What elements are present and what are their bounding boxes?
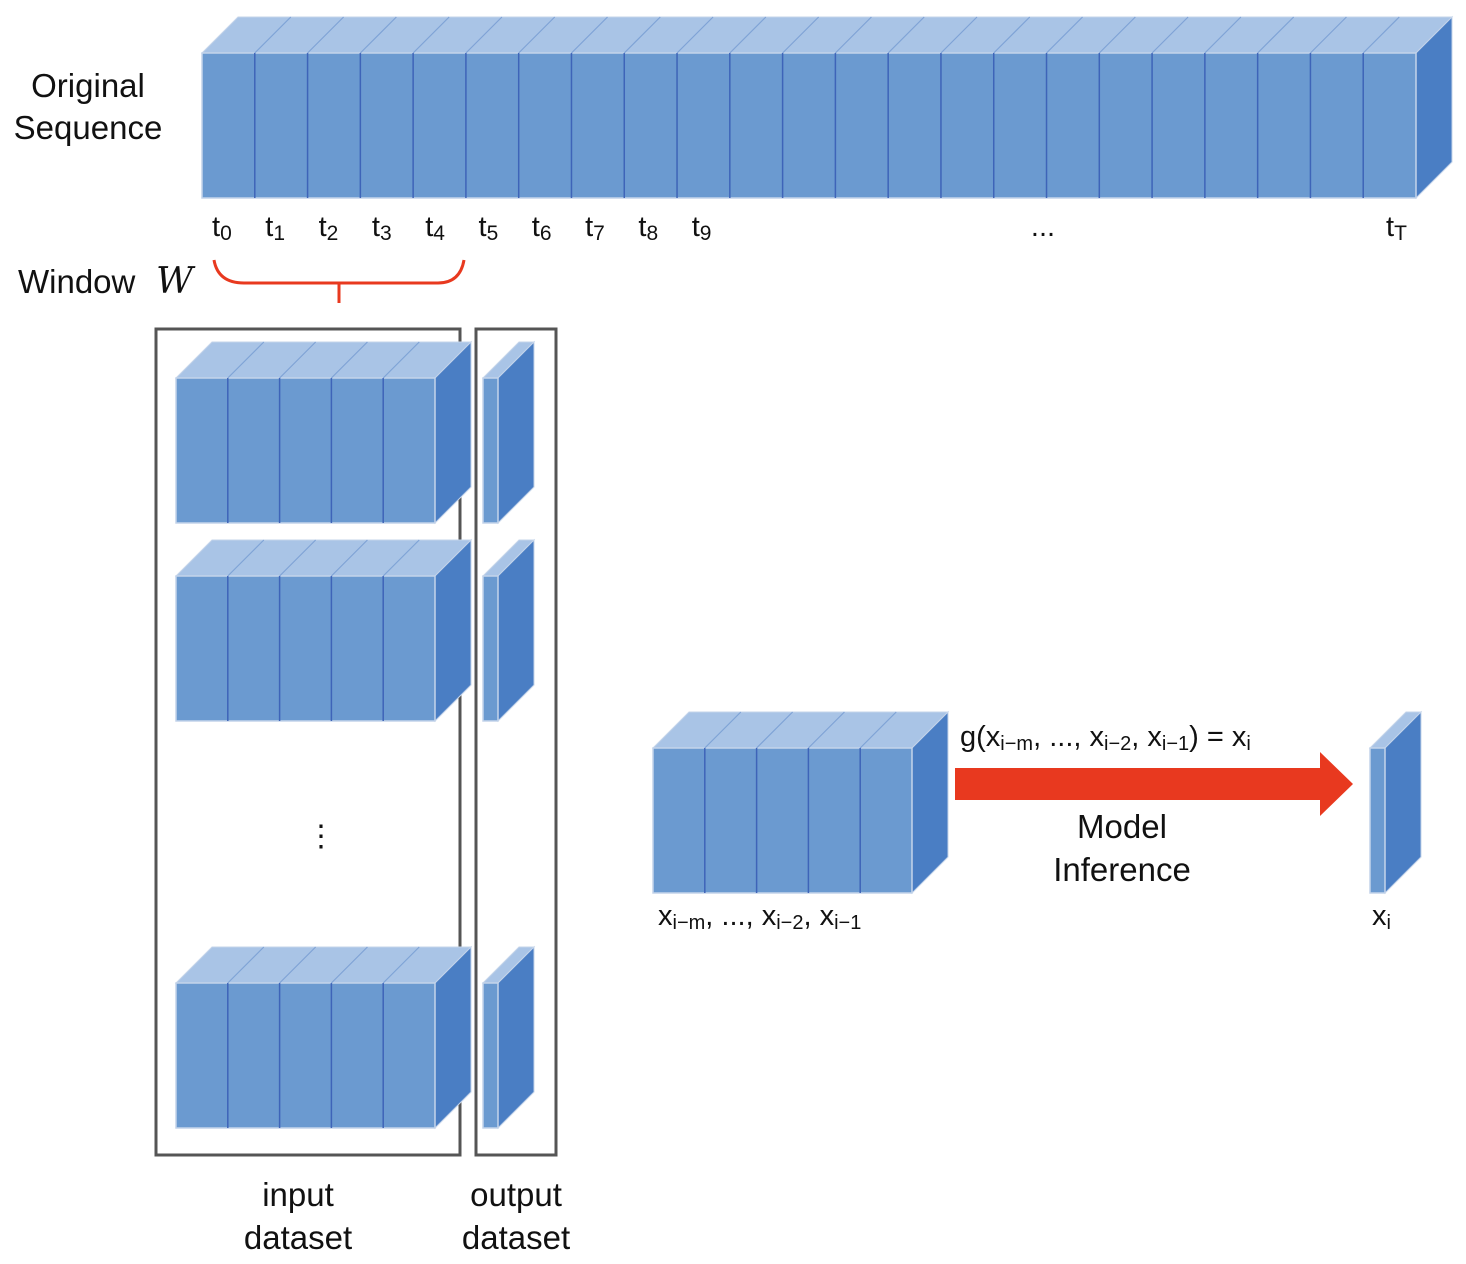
tick-label-0: t0 — [212, 211, 232, 245]
input-window-prism-1-front-face — [175, 377, 436, 524]
input-window-prism-2 — [174, 538, 473, 723]
sequence-prism-top-divider — [993, 16, 1031, 54]
inference-input-prism-top-face — [651, 711, 950, 749]
output-window-prism-1-front-face — [482, 377, 499, 524]
output-window-prism-1 — [481, 340, 536, 525]
tick-label-4: t4 — [425, 211, 445, 245]
model-inference-label-line1: Model — [1077, 808, 1167, 845]
sequence-prism-front-face — [201, 52, 1417, 199]
window-samples — [174, 340, 536, 1130]
input-window-prism-2-top-face — [174, 539, 473, 577]
inference-input-prism-front-face — [652, 747, 913, 894]
input-window-prism-2-top-divider — [330, 539, 368, 577]
input-dataset-label-line2: dataset — [244, 1219, 352, 1256]
input-window-prism-1-top-face — [174, 341, 473, 379]
tick-label-5: t5 — [479, 211, 499, 245]
output-dataset-label-line2: dataset — [462, 1219, 570, 1256]
sequence-prism-top-divider — [518, 16, 556, 54]
original-sequence-label-line2: Sequence — [14, 109, 163, 146]
model-inference-label-line2: Inference — [1053, 851, 1191, 888]
sequence-prism-top-divider — [1310, 16, 1347, 54]
sequence-prism-top-divider — [1151, 16, 1189, 54]
output-window-prism-2-front-face — [482, 575, 499, 722]
input-window-prism-3-top-divider — [279, 946, 317, 984]
inference-input-prism-top-divider — [859, 711, 897, 749]
sequence-prism-top-divider — [782, 16, 820, 54]
inference-output-prism-front-face — [1369, 747, 1386, 894]
sequence-prism-top-divider — [887, 16, 925, 54]
input-window-prism-3-top-divider — [330, 946, 368, 984]
input-window-prism-2-top-divider — [382, 539, 420, 577]
input-window-prism-1-top-divider — [330, 341, 368, 379]
output-value-caption: xi — [1372, 900, 1391, 934]
window-label: Window — [18, 263, 136, 300]
curly-brace-icon — [212, 259, 466, 303]
output-window-prism-3 — [481, 945, 536, 1130]
sequence-prism-top-divider — [465, 16, 503, 54]
input-dataset-frame — [154, 327, 462, 1157]
input-window-prism-3-top-face — [174, 946, 473, 984]
inference-input-prism-top-divider — [704, 711, 742, 749]
inference-input-prism-top-divider — [807, 711, 845, 749]
tick-ellipsis: ... — [1031, 211, 1055, 243]
sequence-prism-top-divider — [834, 16, 872, 54]
sequence-prism-top-divider — [571, 16, 608, 54]
output-window-prism-2 — [481, 538, 536, 723]
output-dataset-frame — [474, 327, 558, 1157]
tick-label-2: t2 — [319, 211, 339, 245]
window-symbol: W — [156, 261, 196, 302]
sequence-prism-top-divider — [1257, 16, 1295, 54]
inference-input-prism-top-divider — [756, 711, 794, 749]
input-dataset-label-line1: input — [262, 1176, 334, 1213]
sequence-prism-top-divider — [623, 16, 661, 54]
sequence-prism-top-divider — [1204, 16, 1242, 54]
input-window-prism-2-top-divider — [227, 539, 265, 577]
tick-label-last: tT — [1386, 211, 1407, 245]
input-window-prism-3-top-divider — [227, 946, 265, 984]
input-window-prism-1-top-divider — [227, 341, 265, 379]
input-window-prism-1-top-divider — [382, 341, 420, 379]
sequence-prism-top-divider — [359, 16, 397, 54]
sequence-prism-top-divider — [676, 16, 714, 54]
tick-label-1: t1 — [265, 211, 285, 245]
input-window-prism-3-top-divider — [382, 946, 420, 984]
original-sequence-label-line1: Original — [31, 67, 145, 104]
original-sequence-prism — [200, 15, 1454, 200]
sequence-prism-top-divider — [1046, 16, 1083, 54]
sequence-prism — [200, 15, 1454, 200]
output-window-prism-3-front-face — [482, 982, 499, 1129]
sequence-prism-top-divider — [1362, 16, 1400, 54]
tick-label-3: t3 — [372, 211, 392, 245]
inference-output-prism — [1368, 710, 1423, 895]
tick-label-8: t8 — [638, 211, 658, 245]
sequence-prism-top-divider — [307, 16, 344, 54]
input-window-prism-2-front-face — [175, 575, 436, 722]
sequence-prism-top-divider — [1098, 16, 1136, 54]
sequence-prism-top-face — [200, 16, 1454, 54]
vertical-ellipsis: ⋮ — [306, 820, 336, 853]
inference-input-prism — [651, 710, 950, 895]
input-window-prism-3 — [174, 945, 473, 1130]
input-window-prism-1-top-divider — [279, 341, 317, 379]
time-tick-labels: t0 t1 t2 t3 t4 t5 t6 t7 t8 t9 — [212, 211, 711, 245]
output-dataset-label-line1: output — [470, 1176, 562, 1213]
input-window-prism-1 — [174, 340, 473, 525]
sequence-prism-top-divider — [254, 16, 292, 54]
input-sequence-caption: xi−m, ..., xi−2, xi−1 — [658, 900, 861, 934]
formula-label: g(xi−m, ..., xi−2, xi−1) = xi — [960, 721, 1251, 755]
tick-label-7: t7 — [585, 211, 605, 245]
tick-label-6: t6 — [532, 211, 552, 245]
tick-label-9: t9 — [692, 211, 712, 245]
input-window-prism-2-top-divider — [279, 539, 317, 577]
sequence-prism-top-divider — [412, 16, 450, 54]
inference-prisms — [651, 710, 1423, 895]
sequence-prism-top-divider — [729, 16, 767, 54]
sequence-prism-top-divider — [940, 16, 978, 54]
input-window-prism-3-front-face — [175, 982, 436, 1129]
right-arrow-icon — [955, 752, 1353, 816]
